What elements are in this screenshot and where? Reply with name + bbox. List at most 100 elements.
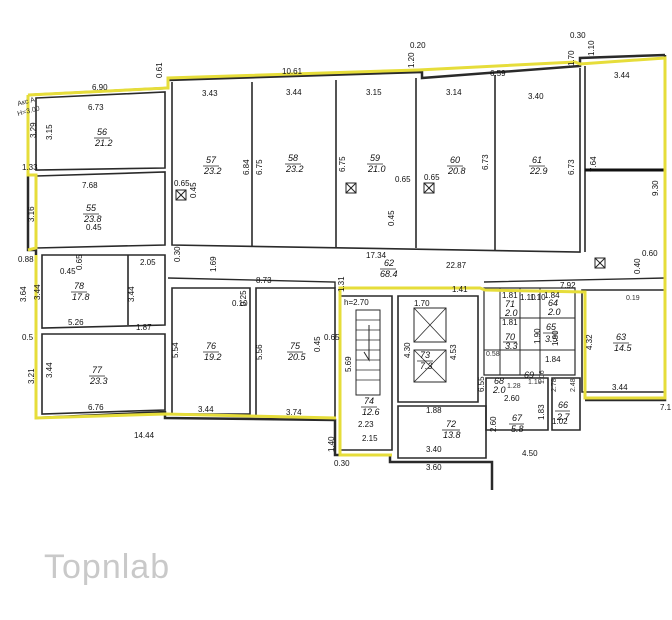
dim-0-5: 0.5 [22,333,34,342]
room-63-dim-1: 0.19 [626,295,640,302]
room-78-dim-1: 0.45 [60,267,76,276]
room-69: 69 1.10 1.06 [524,370,546,386]
room-60-dim-1: 0.65 [424,173,440,182]
stair-height: h=2.70 [344,298,369,307]
room-69-number: 69 [524,370,534,380]
room-64-width-2: 1.84 [544,291,560,300]
room-74-width-2: 2.15 [362,434,378,443]
room-74-width: 2.23 [358,420,374,429]
room-78-height-2: 3.44 [127,286,136,302]
room-63: 4.32 63 14.5 3.44 0.19 [585,295,640,392]
room-57-dim-2: 0.45 [189,182,198,198]
room-55-width: 7.68 [82,181,98,190]
room-57-number: 57 [206,155,217,165]
room-77-number: 77 [92,365,103,375]
room-66-area: 2.7 [556,412,571,422]
room-60-height: 6.73 [481,154,490,170]
room-78-dim-3: 1.87 [136,323,152,332]
vent-markers [175,182,606,269]
room-58-width: 3.44 [286,88,302,97]
axis-label: Акс А [17,96,36,107]
room-73-height: 4.30 [403,342,412,358]
room-57-height: 6.84 [242,159,251,175]
room-76-dim-2: 0.10 [232,299,248,308]
room-78-area: 17.8 [72,292,90,302]
room-76-area: 19.2 [204,352,222,362]
room-75: 8.73 5.56 75 20.5 3.74 0.45 0.65 [255,276,340,417]
room-66-height: 2.78 [551,378,558,392]
room-east: 7.64 [589,156,598,172]
room-67-area: 5.8 [511,424,524,434]
room-59-number: 59 [370,153,380,163]
room-66-number: 66 [558,400,568,410]
room-71: 1.81 71 2.0 1.10 [502,291,546,318]
room-73-dim-1: 1.41 [452,285,468,294]
room-62-number: 62 [384,258,394,268]
room-75-dim-1: 8.73 [256,276,272,285]
room-east-height: 7.64 [589,156,598,172]
room-60-number: 60 [450,155,460,165]
room-71-height: 1.10 [530,293,546,302]
room-63-number: 63 [616,332,626,342]
room-72-width-2: 3.40 [426,445,442,454]
room-61-height: 6.73 [567,159,576,175]
room-73-number: 73 [420,350,430,360]
room-64: 1.10 64 2.0 1.84 [520,291,561,317]
room-68-number: 68 [494,376,504,386]
room-78-width: 5.26 [68,318,84,327]
room-74-dim-1: 1.31 [337,276,346,292]
room-78-dim-2: 0.65 [75,254,84,270]
dim-0-30-top: 0.30 [570,31,586,40]
room-63-width: 3.44 [612,383,628,392]
dim-9-30: 9.30 [651,180,660,196]
room-60-width: 3.14 [446,88,462,97]
dim-0-30-bottom: 0.30 [334,459,350,468]
room-72-height-2: 2.60 [489,416,498,432]
room-56-width: 6.73 [88,103,104,112]
room-77-width: 6.76 [88,403,104,412]
room-58: 3.44 6.75 58 23.2 [255,88,304,175]
room-76-dim-1: 0.25 [239,290,248,306]
room-74: h=2.70 1.31 5.69 74 12.6 2.23 2.15 [337,276,380,443]
room-77-area: 23.3 [89,376,108,386]
room-78: 3.44 3.44 78 17.8 5.26 0.45 0.65 1.87 [33,254,152,332]
room-65-number: 65 [546,322,557,332]
room-61-width: 3.40 [528,92,544,101]
room-63-area: 14.5 [614,343,633,353]
room-56-height: 3.15 [45,124,54,140]
room-73-height-2: 4.53 [449,344,458,360]
room-62-dim-5: 0.40 [633,258,642,274]
room-57-dim-1: 0.65 [174,179,190,188]
room-55-number: 55 [86,203,97,213]
room-62-area: 68.4 [380,269,398,279]
room-60-area: 20.8 [447,166,466,176]
room-75-height: 5.56 [255,344,264,360]
room-68: 68 2.0 1.28 [492,376,521,395]
room-60: 3.14 6.73 60 20.8 0.65 [424,88,490,182]
room-70-width: 1.81 [502,318,518,327]
dim-1-40: 1.40 [327,436,336,452]
room-68-area: 2.0 [492,385,506,395]
room-59: 3.15 6.75 59 21.0 0.65 0.45 [338,88,411,226]
room-56: 6.73 3.15 56 21.2 [45,103,113,148]
dim-0-20: 0.20 [410,41,426,50]
room-66-width: 1.02 [552,417,568,426]
dim-3-44-top-right: 3.44 [614,71,630,80]
room-75-number: 75 [290,341,301,351]
room-59-height: 6.75 [338,156,347,172]
room-73-area: 7.3 [420,361,433,371]
dim-1-20: 1.20 [407,52,416,68]
room-75-area: 20.5 [287,352,307,362]
room-78-height: 3.44 [33,284,42,300]
room-59-dim-1: 0.65 [395,175,411,184]
room-64-area: 2.0 [547,307,561,317]
room-61-area: 22.9 [529,166,548,176]
room-76-width: 3.44 [198,405,214,414]
room-62-dim-6: 7.92 [560,281,576,290]
room-61-number: 61 [532,155,542,165]
watermark-logo: Topnlab [44,548,169,586]
room-59-width: 3.15 [366,88,382,97]
room-59-area: 21.0 [367,164,386,174]
room-76: 5.54 76 19.2 3.44 0.25 0.10 [171,290,248,414]
